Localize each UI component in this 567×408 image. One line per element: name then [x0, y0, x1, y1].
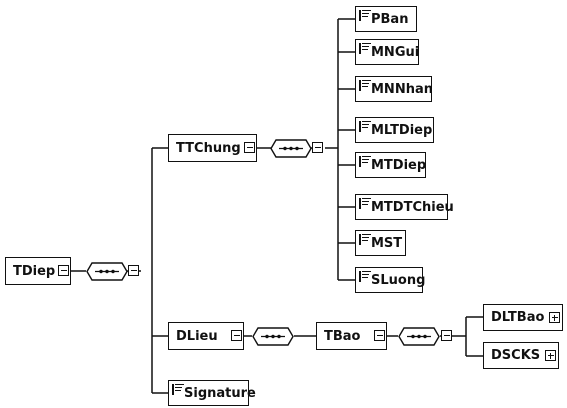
mltdiep-node[interactable]: MLTDiep	[355, 117, 434, 143]
element-bar-icon	[359, 234, 361, 245]
element-lines-icon	[362, 121, 371, 129]
element-lines-icon	[362, 43, 371, 51]
sluong-label: SLuong	[371, 272, 426, 288]
tbao-sequence-compositor[interactable]	[398, 327, 440, 346]
sequence-compositor-icon	[86, 262, 128, 281]
element-lines-icon	[362, 80, 371, 88]
dlieu-node[interactable]: DLieu	[168, 322, 244, 350]
ttchung-sequence-collapse-toggle[interactable]	[312, 142, 323, 153]
tbao-collapse-toggle[interactable]	[374, 330, 385, 341]
dlieu-label: DLieu	[176, 328, 218, 344]
element-bar-icon	[359, 156, 361, 167]
element-bar-icon	[359, 80, 361, 91]
dlieu-sequence-compositor[interactable]	[252, 327, 294, 346]
mst-node[interactable]: MST	[355, 230, 406, 256]
mngui-label: MNGui	[371, 44, 420, 60]
mtdtchieu-label: MTDTChieu	[371, 199, 454, 215]
mngui-node[interactable]: MNGui	[355, 39, 419, 65]
element-lines-icon	[175, 384, 184, 392]
mtdtchieu-node[interactable]: MTDTChieu	[355, 194, 454, 220]
pban-node[interactable]: PBan	[355, 6, 417, 32]
root-sequence-collapse-toggle[interactable]	[128, 265, 139, 276]
element-lines-icon	[362, 156, 371, 164]
dscks-node[interactable]: DSCKS	[483, 342, 559, 369]
mnnhan-node[interactable]: MNNhan	[355, 76, 433, 102]
sequence-compositor-icon	[252, 327, 294, 346]
mltdiep-label: MLTDiep	[371, 122, 433, 138]
element-lines-icon	[362, 234, 371, 242]
mnnhan-label: MNNhan	[371, 81, 433, 97]
element-bar-icon	[359, 10, 361, 21]
sequence-compositor-icon	[270, 139, 312, 158]
dltbao-label: DLTBao	[491, 310, 545, 325]
signature-node[interactable]: Signature	[168, 380, 256, 406]
sluong-node[interactable]: SLuong	[355, 267, 426, 293]
element-bar-icon	[359, 271, 361, 282]
element-lines-icon	[362, 271, 371, 279]
mst-label: MST	[371, 235, 403, 251]
ttchung-collapse-toggle[interactable]	[244, 142, 255, 153]
tdiep-label: TDiep	[13, 263, 56, 279]
tbao-sequence-collapse-toggle[interactable]	[441, 330, 452, 341]
root-sequence-compositor[interactable]	[86, 262, 128, 281]
element-bar-icon	[359, 43, 361, 54]
mtdiep-node[interactable]: MTDiep	[355, 152, 426, 178]
tdiep-collapse-toggle[interactable]	[58, 265, 69, 276]
mtdiep-label: MTDiep	[371, 157, 427, 173]
dscks-expand-toggle[interactable]	[545, 350, 556, 361]
signature-label: Signature	[184, 385, 256, 401]
element-lines-icon	[362, 10, 371, 18]
dlieu-collapse-toggle[interactable]	[231, 330, 242, 341]
pban-label: PBan	[371, 11, 409, 27]
element-bar-icon	[359, 121, 361, 132]
dltbao-expand-toggle[interactable]	[549, 312, 560, 323]
tbao-label: TBao	[324, 328, 361, 344]
element-bar-icon	[172, 384, 174, 395]
ttchung-node[interactable]: TTChung	[168, 134, 257, 162]
ttchung-sequence-compositor[interactable]	[270, 139, 312, 158]
tbao-node[interactable]: TBao	[316, 322, 387, 350]
element-bar-icon	[359, 198, 361, 209]
ttchung-label: TTChung	[176, 140, 241, 156]
element-lines-icon	[362, 198, 371, 206]
sequence-compositor-icon	[398, 327, 440, 346]
dscks-label: DSCKS	[491, 348, 541, 363]
